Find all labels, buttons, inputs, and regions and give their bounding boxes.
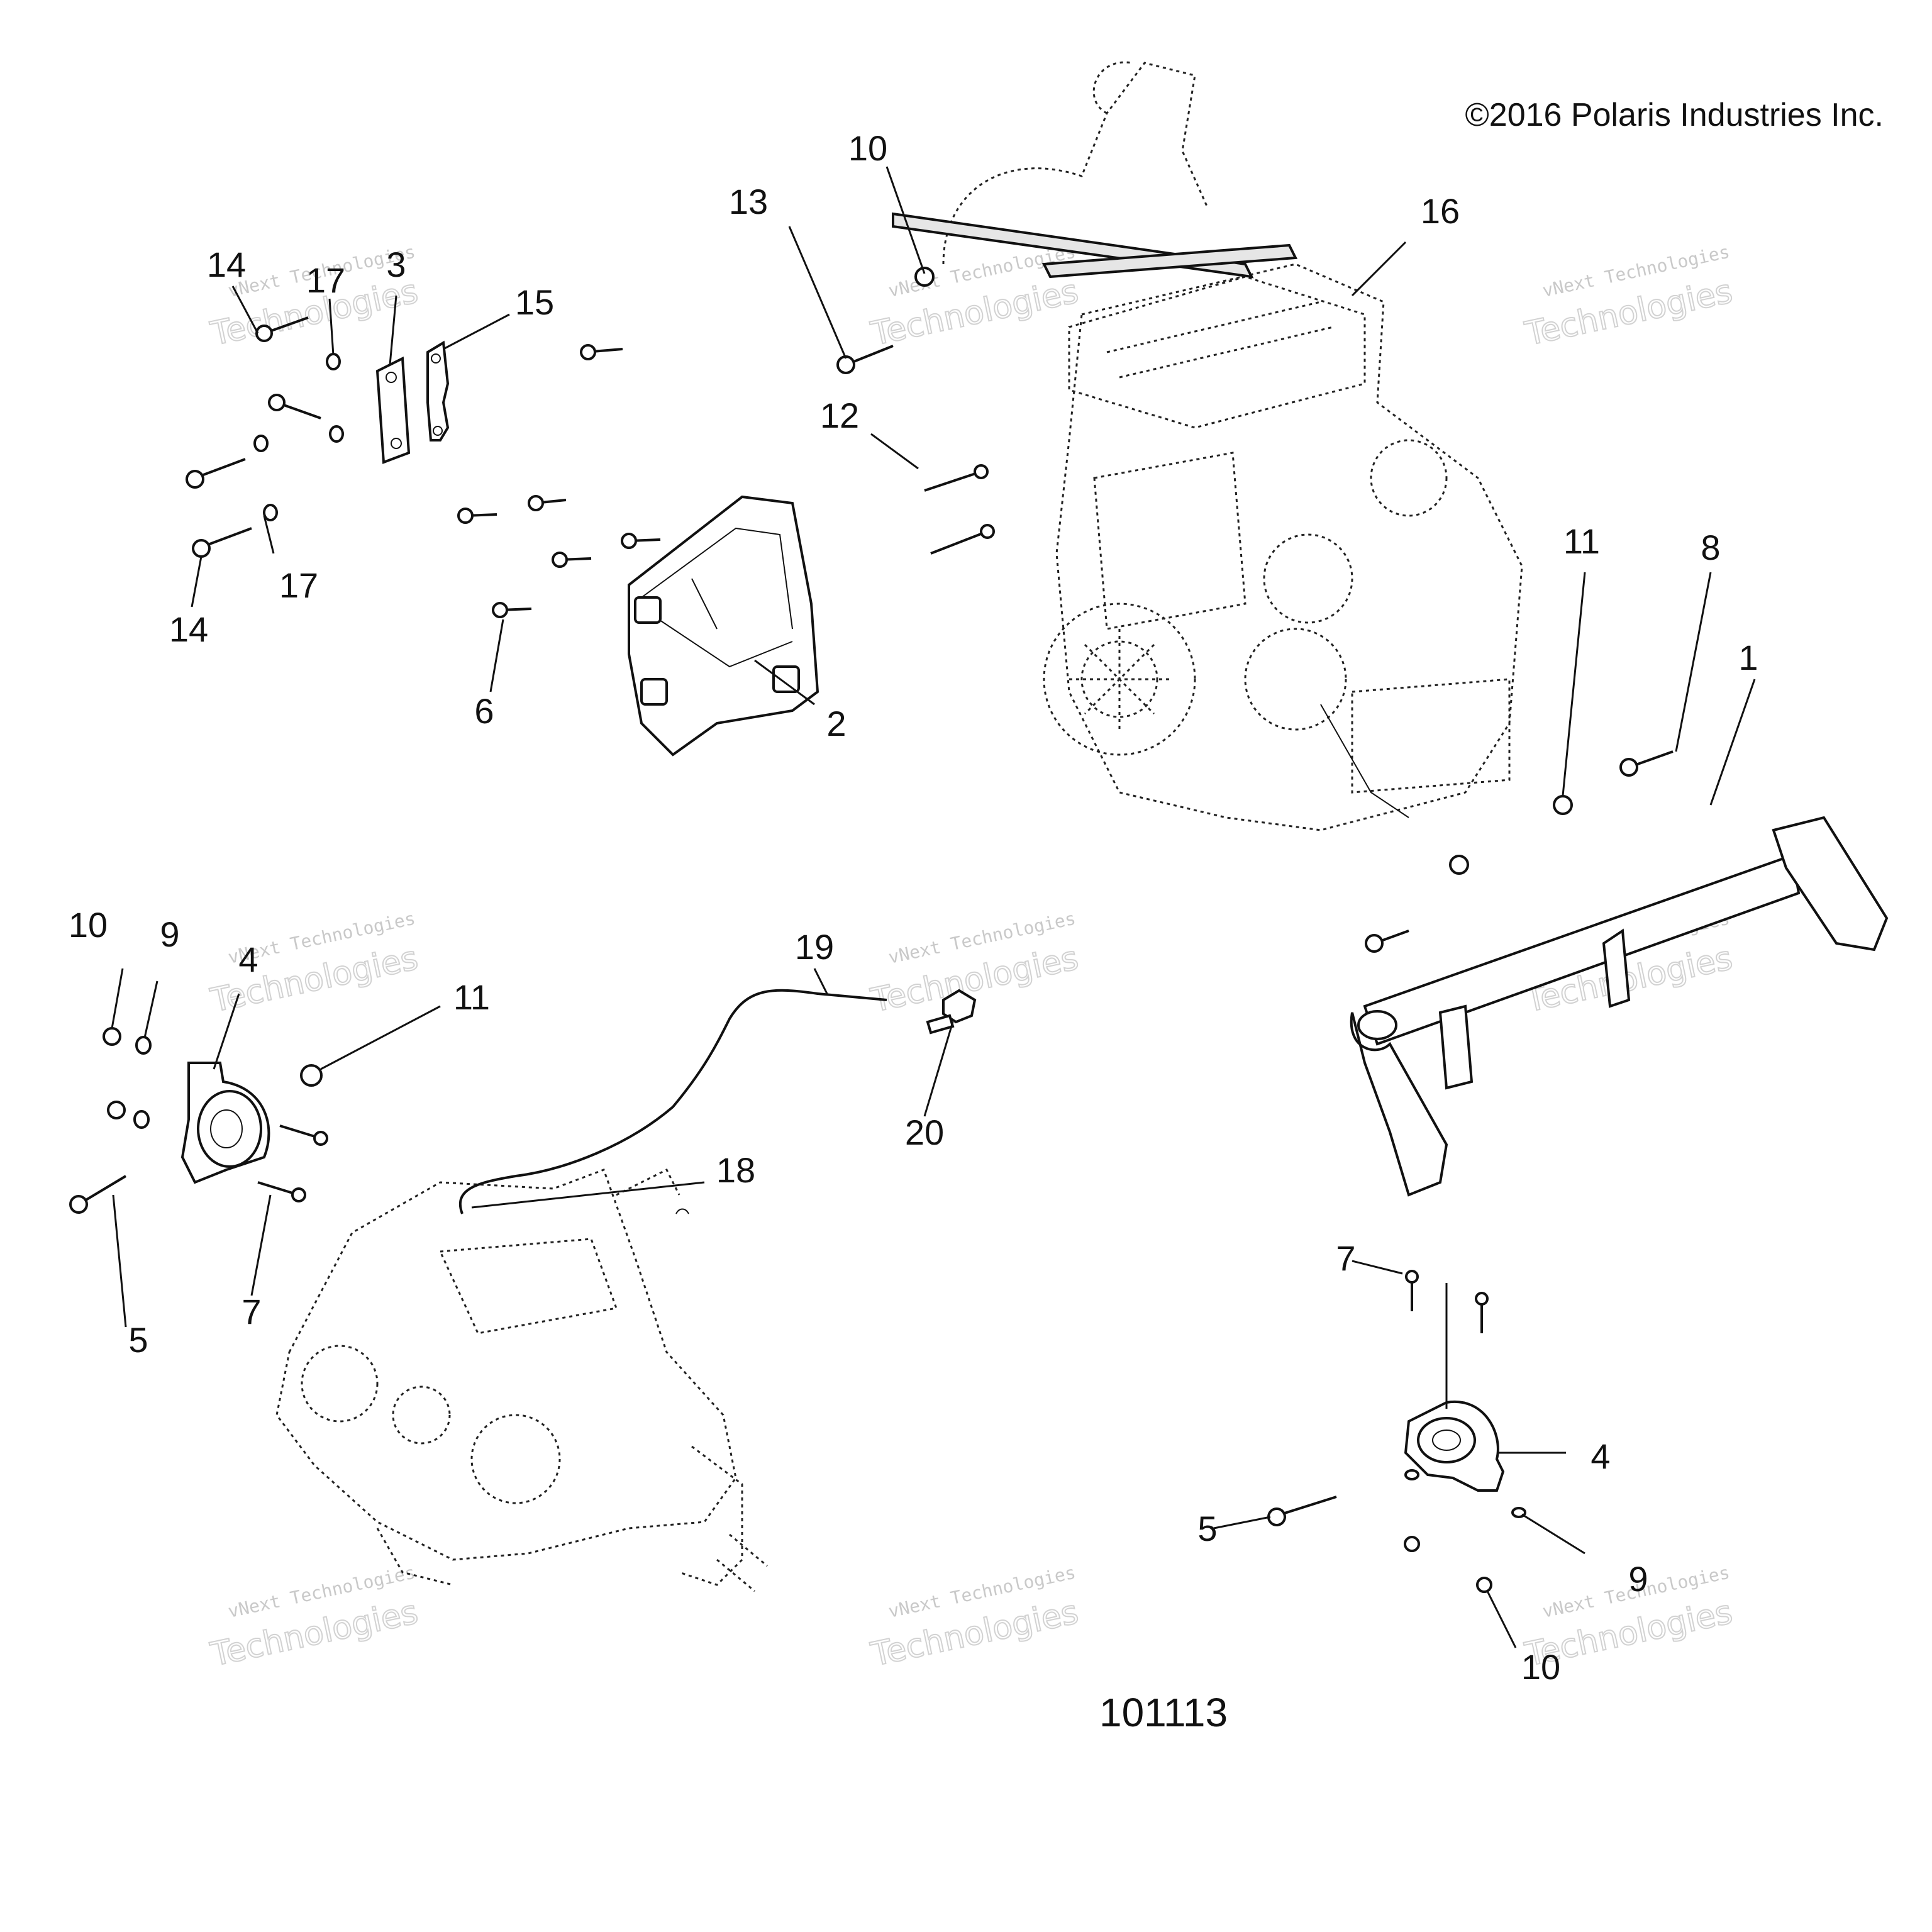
callouts: 10 13 12 16 14 17 3 15 17 14 6 2 11 8 1 … <box>69 128 1758 1687</box>
fasteners-left-mount <box>69 1027 328 1214</box>
engine-assembly <box>892 61 1523 831</box>
callout-20: 20 <box>905 1113 944 1152</box>
fasteners-top-center <box>836 267 995 555</box>
callout-11: 11 <box>1563 521 1600 561</box>
frame-bracket <box>1350 816 1889 1197</box>
callout-8: 8 <box>1701 528 1720 567</box>
engine-mount-bracket <box>628 495 819 757</box>
callout-16: 16 <box>1421 191 1460 231</box>
callout-14: 14 <box>207 245 246 284</box>
callout-3: 3 <box>386 245 406 284</box>
callout-10: 10 <box>848 128 887 168</box>
right-engine-mount <box>1404 1400 1505 1492</box>
callout-7: 7 <box>242 1292 261 1331</box>
callout-9: 9 <box>1628 1559 1648 1599</box>
callout-4: 4 <box>238 940 258 979</box>
callout-6: 6 <box>474 691 494 731</box>
callout-2: 2 <box>826 704 846 743</box>
callout-5: 5 <box>128 1320 148 1360</box>
callout-5: 5 <box>1197 1509 1217 1548</box>
transmission-assembly <box>275 1168 768 1592</box>
callout-14: 14 <box>169 609 208 649</box>
link-plate <box>426 340 450 441</box>
callout-10: 10 <box>69 905 108 945</box>
watermark: vNext Technologies Technologies <box>867 1562 1082 1675</box>
breather-hose <box>458 989 887 1214</box>
callout-17: 17 <box>306 260 345 300</box>
watermark: vNext Technologies Technologies <box>207 1562 422 1675</box>
mount-plate <box>375 356 411 464</box>
callout-1: 1 <box>1738 638 1758 677</box>
callout-11: 11 <box>453 977 490 1017</box>
leader-lines <box>111 166 1756 1648</box>
watermark: vNext Technologies Technologies <box>1521 242 1736 354</box>
fasteners-mount-bolts <box>457 344 661 618</box>
fasteners-right <box>1365 750 1674 953</box>
callout-9: 9 <box>160 914 179 954</box>
fasteners-right-mount <box>1267 1270 1526 1593</box>
callout-19: 19 <box>795 927 834 967</box>
copyright-notice: ©2016 Polaris Industries Inc. <box>1465 97 1884 133</box>
callout-4: 4 <box>1591 1436 1610 1476</box>
figure-number: 101113 <box>1099 1690 1228 1735</box>
callout-12: 12 <box>820 396 859 435</box>
watermark: vNext Technologies Technologies <box>867 242 1082 354</box>
callout-17: 17 <box>279 565 318 605</box>
callout-10: 10 <box>1521 1647 1560 1687</box>
callout-15: 15 <box>515 282 554 322</box>
callout-7: 7 <box>1336 1238 1355 1278</box>
callout-18: 18 <box>716 1150 755 1190</box>
left-engine-mount <box>180 1062 270 1184</box>
callout-13: 13 <box>729 182 768 221</box>
fasteners-top-left <box>186 316 344 558</box>
hose-fitting <box>926 989 977 1035</box>
